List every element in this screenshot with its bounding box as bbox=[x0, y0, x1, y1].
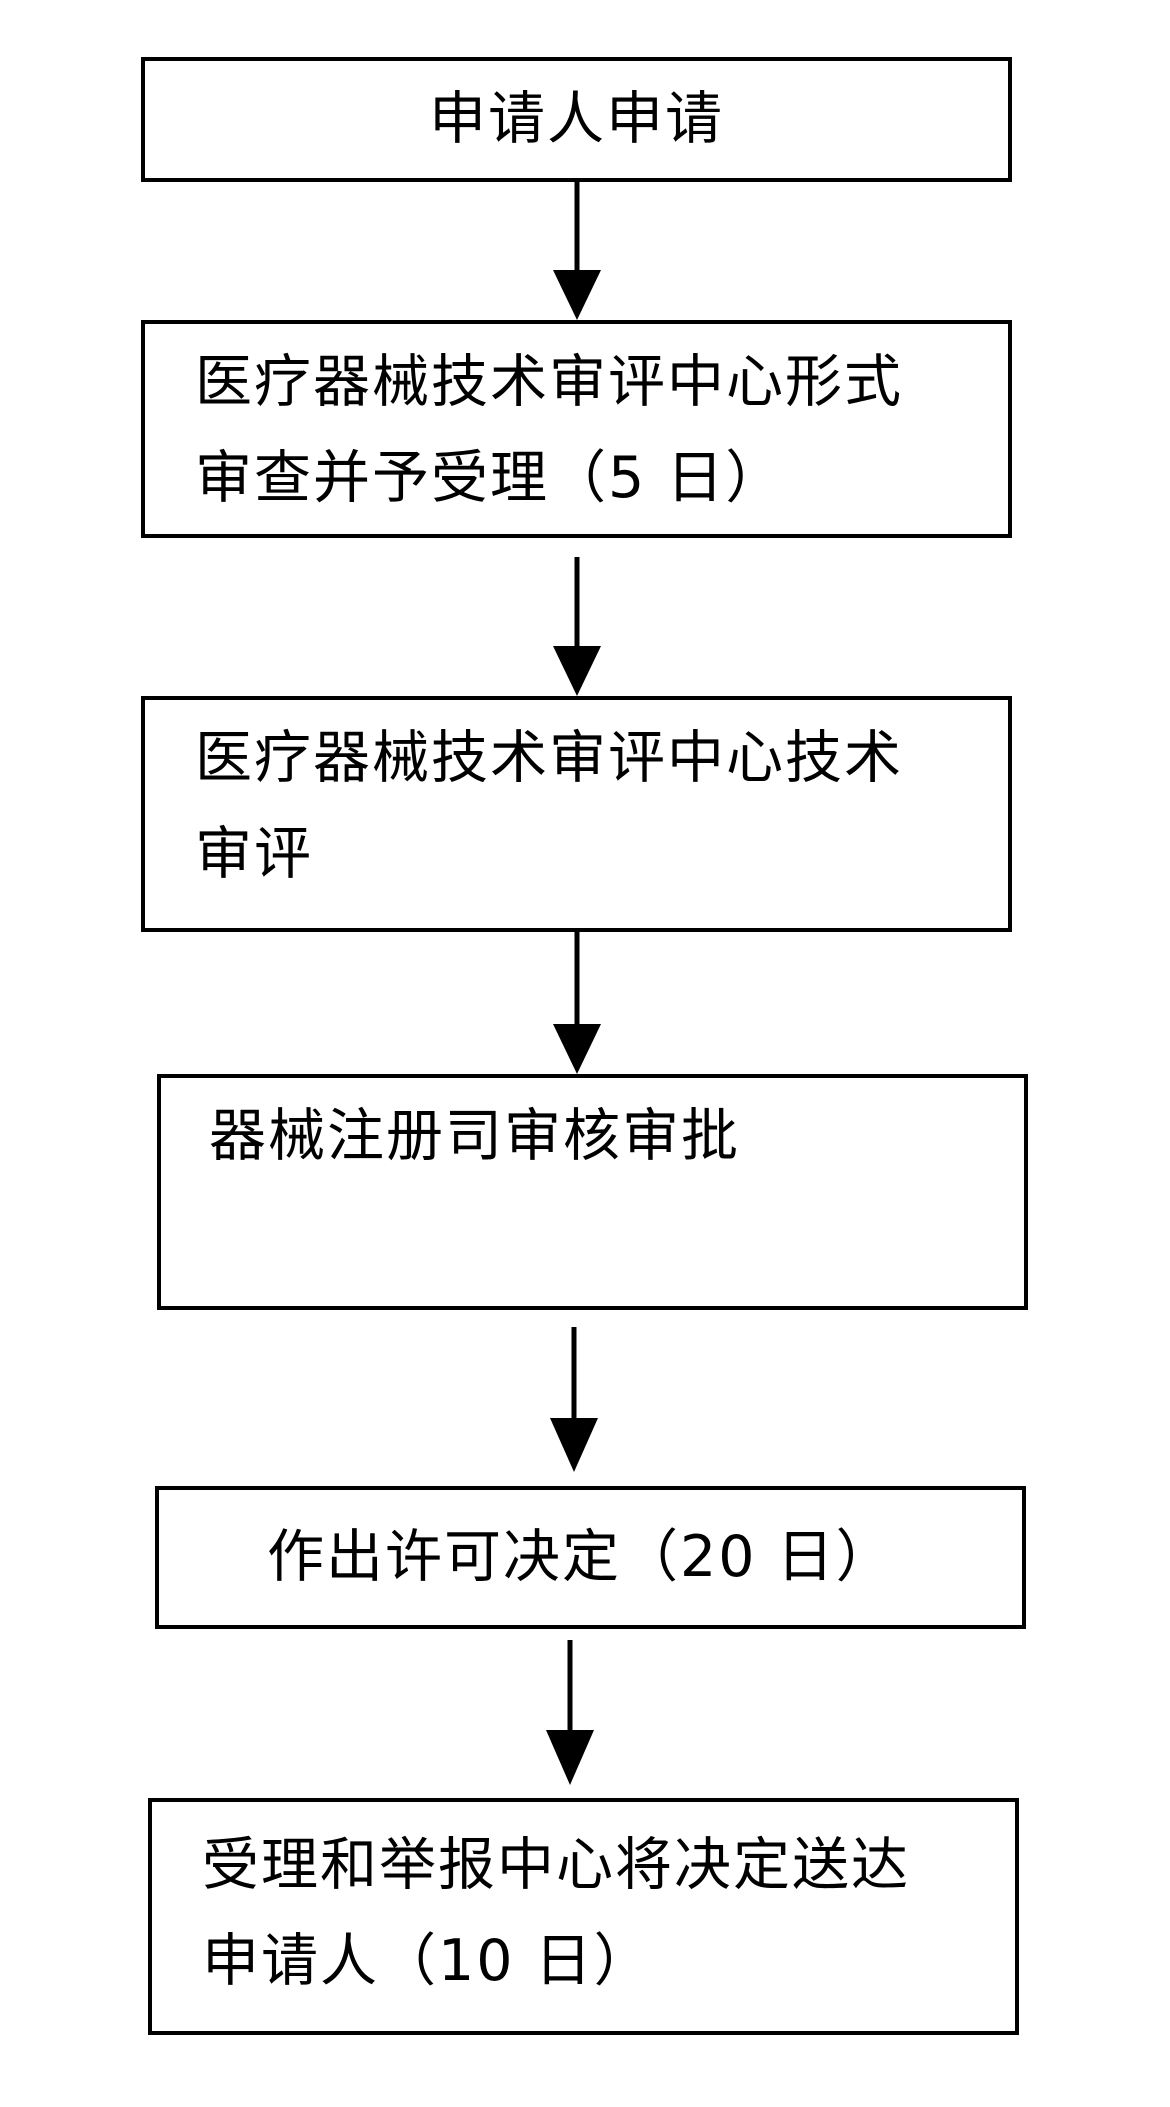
step-label: 器械注册司审核审批 bbox=[209, 1103, 740, 1169]
step-box-registration-approval: 器械注册司审核审批 bbox=[157, 1074, 1028, 1310]
step-box-delivery: 受理和举报中心将决定送达 申请人（10 日） bbox=[148, 1798, 1019, 2035]
arrow-1-to-2 bbox=[553, 182, 601, 320]
arrow-3-to-4 bbox=[553, 932, 601, 1074]
step-label: 医疗器械技术审评中心形式 审查并予受理（5 日） bbox=[195, 349, 903, 511]
step-label: 受理和举报中心将决定送达 申请人（10 日） bbox=[202, 1832, 910, 1994]
step-box-technical-review: 医疗器械技术审评中心技术 审评 bbox=[141, 696, 1012, 932]
step-box-formal-review: 医疗器械技术审评中心形式 审查并予受理（5 日） bbox=[141, 320, 1012, 538]
arrow-2-to-3 bbox=[553, 557, 601, 696]
arrow-5-to-6 bbox=[546, 1640, 594, 1785]
step-label: 医疗器械技术审评中心技术 审评 bbox=[195, 725, 903, 887]
step-box-applicant-apply: 申请人申请 bbox=[141, 57, 1012, 182]
step-label: 作出许可决定（20 日） bbox=[267, 1524, 895, 1590]
step-label: 申请人申请 bbox=[429, 86, 724, 152]
arrow-4-to-5 bbox=[550, 1327, 598, 1472]
step-box-license-decision: 作出许可决定（20 日） bbox=[155, 1486, 1026, 1629]
